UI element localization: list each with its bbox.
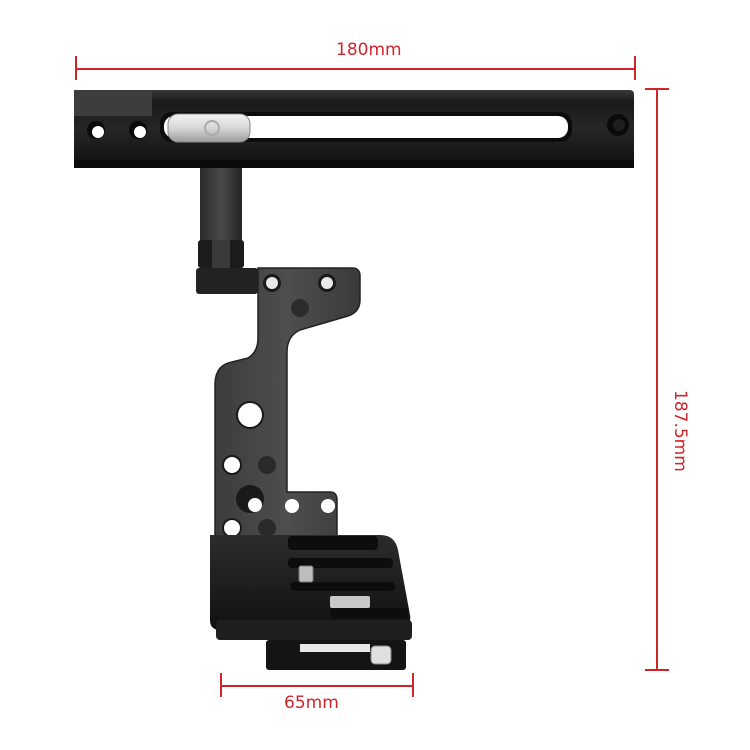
cage-side-plate [214, 267, 361, 561]
width-dimension-label: 180mm [336, 40, 402, 60]
base-dimension-label: 65mm [284, 693, 339, 713]
handle-mount-post [196, 168, 258, 294]
width-dimension-right-tick [634, 56, 636, 80]
base-dimension-right-tick [412, 673, 414, 697]
width-dimension-line [75, 68, 635, 70]
base-dimension-line [220, 685, 413, 687]
mounting-screw-icon [298, 565, 392, 665]
thumb-screw-knob-icon [167, 113, 251, 143]
top-handle-bar [74, 90, 634, 168]
height-dimension-top-tick [645, 88, 669, 90]
base-dimension-left-tick [220, 673, 222, 697]
height-dimension-bottom-tick [645, 669, 669, 671]
height-dimension-line [656, 88, 658, 670]
width-dimension-left-tick [75, 56, 77, 80]
